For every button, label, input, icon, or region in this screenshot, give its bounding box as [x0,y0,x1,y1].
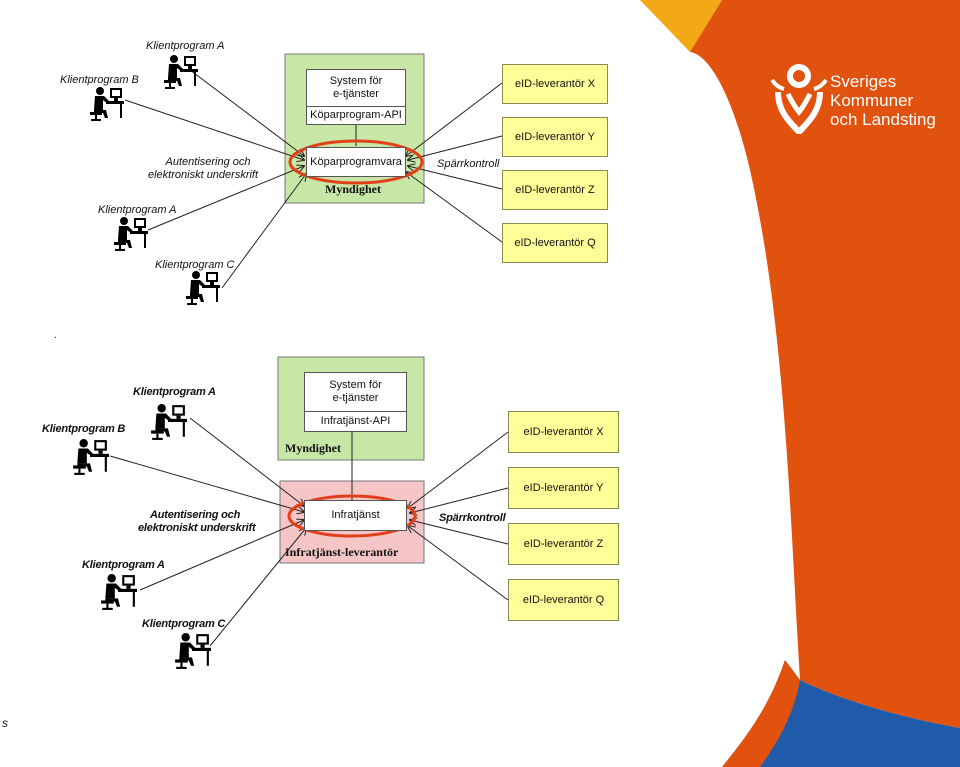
computer-user-icon [96,573,140,611]
auth-label: Autentisering och elektroniskt underskri… [138,509,256,535]
client-label: Klientprogram A [82,559,165,571]
computer-user-icon [170,632,214,670]
auth-label-line-1: Autentisering och [150,509,241,521]
provider-x: eID-leverantör X [502,64,608,104]
yellow-corner-accent [640,0,722,52]
connector [209,528,306,647]
system-box-line-2: e-tjänster [332,392,379,404]
org-label: Myndighet [285,441,342,455]
provider-y: eID-leverantör Y [502,117,608,157]
provider-z: eID-leverantör Z [508,523,619,565]
connector [408,166,503,190]
logo-line-2: Kommuner [830,91,914,110]
connector [124,99,304,160]
provider-z: eID-leverantör Z [502,170,608,210]
client-label: Klientprogram B [42,423,126,435]
client-label: Klientprogram A [133,386,216,398]
connector [189,417,304,506]
system-box-line-1: System för [329,379,382,391]
provider-x: eID-leverantör X [508,411,619,453]
revocation-label: Spärrkontroll [437,158,500,170]
connector [406,172,503,243]
revocation-label: Spärrkontroll [439,512,506,524]
connector [189,69,304,156]
skl-logo-icon [770,64,828,134]
provider-q: eID-leverantör Q [508,579,619,621]
auth-label-line-1: Autentisering och [165,156,251,168]
connector [410,520,509,545]
system-box-line-1: System för [329,75,383,87]
highlight-ellipse [288,139,424,185]
logo-line-3: och Landsting [830,110,936,129]
provider-org-label: Infratjänst-leverantör [285,545,399,559]
api-box: Infratjänst-API [304,411,407,432]
stray-dot: . [54,330,57,341]
client-label: Klientprogram C [155,259,235,271]
auth-label-line-2: elektroniskt underskrift [138,522,256,534]
logo-line-1: Sveriges [830,72,897,91]
connector [147,166,304,231]
logo-wordmark: Sveriges Kommuner och Landsting [830,72,936,129]
computer-user-icon [146,403,190,441]
org-label: Myndighet [325,182,382,196]
orange-swoosh [690,0,960,728]
corner-text: s [2,716,8,730]
computer-user-icon [68,438,112,476]
provider-q: eID-leverantör Q [502,223,608,263]
system-box-line-2: e-tjänster [333,88,379,100]
auth-label: Autentisering och elektroniskt underskri… [148,156,258,182]
core-box: Köparprogramvara [306,147,406,177]
connector [410,487,509,513]
client-label: Klientprogram A [98,204,177,216]
auth-label-line-2: elektroniskt underskrift [148,169,259,181]
connector [139,520,304,591]
connector [408,431,509,508]
highlight-ellipse [287,494,417,538]
client-label: Klientprogram A [146,40,225,52]
connector [408,135,503,160]
core-box: Infratjänst [304,500,407,531]
connector [109,455,304,512]
system-box: System för e-tjänster [306,69,406,107]
provider-y: eID-leverantör Y [508,467,619,509]
api-box: Köparprogram-API [306,106,406,125]
connector [408,526,509,601]
connector [406,82,503,156]
system-box: System för e-tjänster [304,372,407,412]
connector [221,174,306,289]
orange-inner-edge [722,660,800,767]
client-label: Klientprogram B [60,74,139,86]
client-label: Klientprogram C [142,618,226,630]
